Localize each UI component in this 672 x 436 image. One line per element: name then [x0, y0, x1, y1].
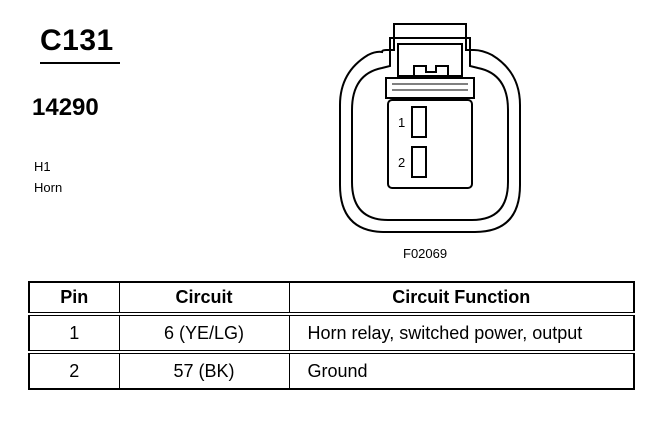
connector-outer-housing [339, 23, 521, 233]
pin-2-label: 2 [398, 155, 405, 170]
header-circuit: Circuit [118, 281, 290, 316]
cell-circuit: 57 (BK) [118, 351, 290, 390]
table-row: 2 57 (BK) Ground [28, 351, 635, 390]
cell-circuit: 6 (YE/LG) [118, 313, 290, 354]
part-number: 14290 [32, 94, 99, 121]
pin-table: Pin Circuit Circuit Function 1 6 (YE/LG)… [28, 281, 635, 390]
header-circuit-function: Circuit Function [288, 281, 635, 316]
pin-table-header: Pin Circuit Circuit Function [28, 281, 635, 316]
cell-circuit-function: Ground [288, 351, 635, 390]
pin-1-label: 1 [398, 115, 405, 130]
connector-terminal-block [387, 99, 473, 189]
connector-inner-housing [351, 37, 509, 221]
pin-1-cavity [411, 106, 427, 138]
connector-id-underline [40, 62, 120, 64]
pin-2-cavity [411, 146, 427, 178]
cell-circuit-function: Horn relay, switched power, output [288, 313, 635, 354]
location-code: H1 [34, 159, 51, 174]
header-pin: Pin [28, 281, 120, 316]
cell-pin: 1 [28, 313, 120, 354]
connector-latch [397, 43, 463, 77]
table-row: 1 6 (YE/LG) Horn relay, switched power, … [28, 313, 635, 354]
connector-face-diagram: 1 2 [339, 23, 521, 233]
figure-id: F02069 [403, 246, 448, 261]
connector-latch-notch [413, 65, 449, 76]
cell-pin: 2 [28, 351, 120, 390]
connector-latch-base [385, 77, 475, 99]
location-name: Horn [34, 180, 63, 195]
connector-id: C131 [40, 24, 114, 57]
